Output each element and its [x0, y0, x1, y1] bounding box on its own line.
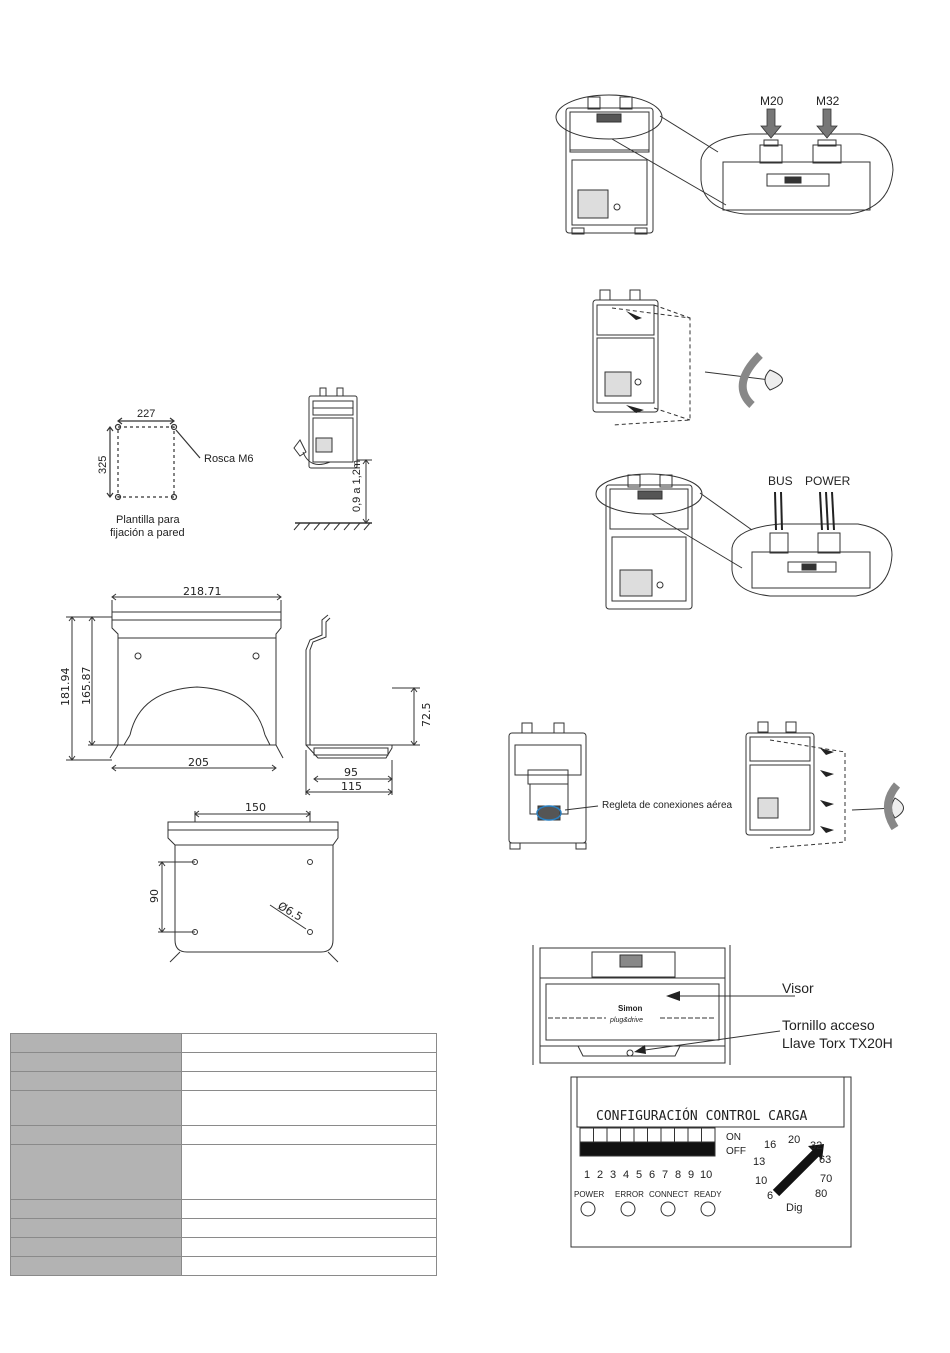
terminal-block-label: Regleta de conexiones aérea: [602, 800, 733, 811]
mounted-charger-diagram: 0,9 a 1,2m: [293, 387, 372, 531]
dip-number: 1: [584, 1169, 590, 1181]
bracket-front-diagram: 218.71 205 181.94 165.87: [59, 585, 284, 772]
bracket-top-width: 218.71: [183, 585, 222, 598]
dial-value: 13: [753, 1156, 765, 1168]
table-row: [10, 1237, 437, 1257]
dip-number: 5: [636, 1169, 642, 1181]
gland-m20-label: M20: [760, 94, 784, 108]
screw-label-1: Tornillo acceso: [782, 1017, 875, 1033]
table-row: [10, 1033, 437, 1053]
dip-number: 10: [700, 1169, 712, 1181]
led-label-ready: READY: [694, 1190, 722, 1199]
dial-label: Dig: [786, 1202, 803, 1214]
dial-value: 70: [820, 1173, 832, 1185]
dial-value: 63: [819, 1154, 831, 1166]
config-panel: CONFIGURACIÓN CONTROL CARGA ON OFF 1 2 3…: [570, 1076, 852, 1248]
screw-label-2: Llave Torx TX20H: [782, 1035, 893, 1051]
dial-value: 16: [764, 1139, 776, 1151]
mount-height-label: 0,9 a 1,2m: [351, 460, 363, 512]
hole-diameter-label: Ø6.5: [276, 899, 305, 923]
brand-sub-label: plug&drive: [609, 1017, 643, 1024]
gland-diagram: M20 M32: [555, 94, 894, 235]
wall-template-labels: 227 325 Rosca M6 Plantilla para fijación…: [97, 408, 254, 539]
led-label-error: ERROR: [615, 1190, 644, 1199]
dial-value: 20: [788, 1134, 800, 1146]
config-title: CONFIGURACIÓN CONTROL CARGA: [596, 1108, 807, 1124]
power-cable-label: POWER: [805, 474, 851, 488]
template-caption-1: Plantilla para: [116, 514, 180, 526]
vertical-spacing-label: 90: [148, 889, 161, 903]
template-height-label: 325: [97, 456, 109, 474]
dip-number: 7: [662, 1169, 668, 1181]
dial-value: 80: [815, 1188, 827, 1200]
dip-number: 2: [597, 1169, 603, 1181]
led-label-power: POWER: [574, 1190, 604, 1199]
bus-cable-label: BUS: [768, 474, 793, 488]
table-row: [10, 1071, 437, 1091]
terminal-block-diagram: Regleta de conexiones aérea: [508, 721, 904, 850]
display-diagram: Simon plug&drive Visor Tornillo acceso L…: [532, 945, 893, 1065]
cover-removal-diagram: [592, 289, 783, 426]
dial-value: 6: [767, 1190, 773, 1202]
dial-value: 10: [755, 1175, 767, 1187]
bracket-side-diagram: 72.5 95 115: [305, 614, 433, 796]
wall-template-diagram: [106, 417, 201, 501]
current-dial[interactable]: [772, 1144, 824, 1197]
bracket-inner-depth: 95: [344, 766, 358, 779]
dip-switch-bank: [579, 1127, 716, 1157]
hole-spacing-label: 150: [245, 801, 266, 814]
dip-on-label: ON: [726, 1132, 741, 1143]
table-row: [10, 1052, 437, 1072]
dip-number: 6: [649, 1169, 655, 1181]
table-row: [10, 1125, 437, 1145]
dip-number: 3: [610, 1169, 616, 1181]
gland-m32-label: M32: [816, 94, 840, 108]
spec-table: [10, 1033, 437, 1276]
dip-number: 4: [623, 1169, 629, 1181]
table-row: [10, 1090, 437, 1126]
led-error: [620, 1201, 636, 1217]
visor-label: Visor: [782, 980, 814, 996]
table-row: [10, 1199, 437, 1219]
dip-number: 8: [675, 1169, 681, 1181]
template-caption-2: fijación a pared: [110, 527, 185, 539]
led-connect: [660, 1201, 676, 1217]
dip-off-label: OFF: [726, 1146, 746, 1157]
bracket-side-height: 72.5: [420, 703, 433, 728]
cable-entry-diagram: BUS POWER: [595, 473, 893, 610]
brand-label: Simon: [618, 1004, 643, 1013]
table-row: [10, 1256, 437, 1276]
bracket-outer-depth: 115: [341, 780, 362, 793]
bracket-total-height: 181.94: [59, 668, 72, 707]
bracket-inner-height: 165.87: [80, 667, 93, 706]
table-row: [10, 1144, 437, 1200]
table-row: [10, 1218, 437, 1238]
thread-label: Rosca M6: [204, 453, 254, 465]
led-label-connect: CONNECT: [649, 1190, 689, 1199]
led-power: [580, 1201, 596, 1217]
led-ready: [700, 1201, 716, 1217]
bracket-bottom-width: 205: [188, 756, 209, 769]
bracket-holes-diagram: 150 90 Ø6.5: [148, 801, 339, 963]
template-width-label: 227: [137, 408, 155, 420]
dial-value: 32: [810, 1140, 822, 1152]
dip-number: 9: [688, 1169, 694, 1181]
